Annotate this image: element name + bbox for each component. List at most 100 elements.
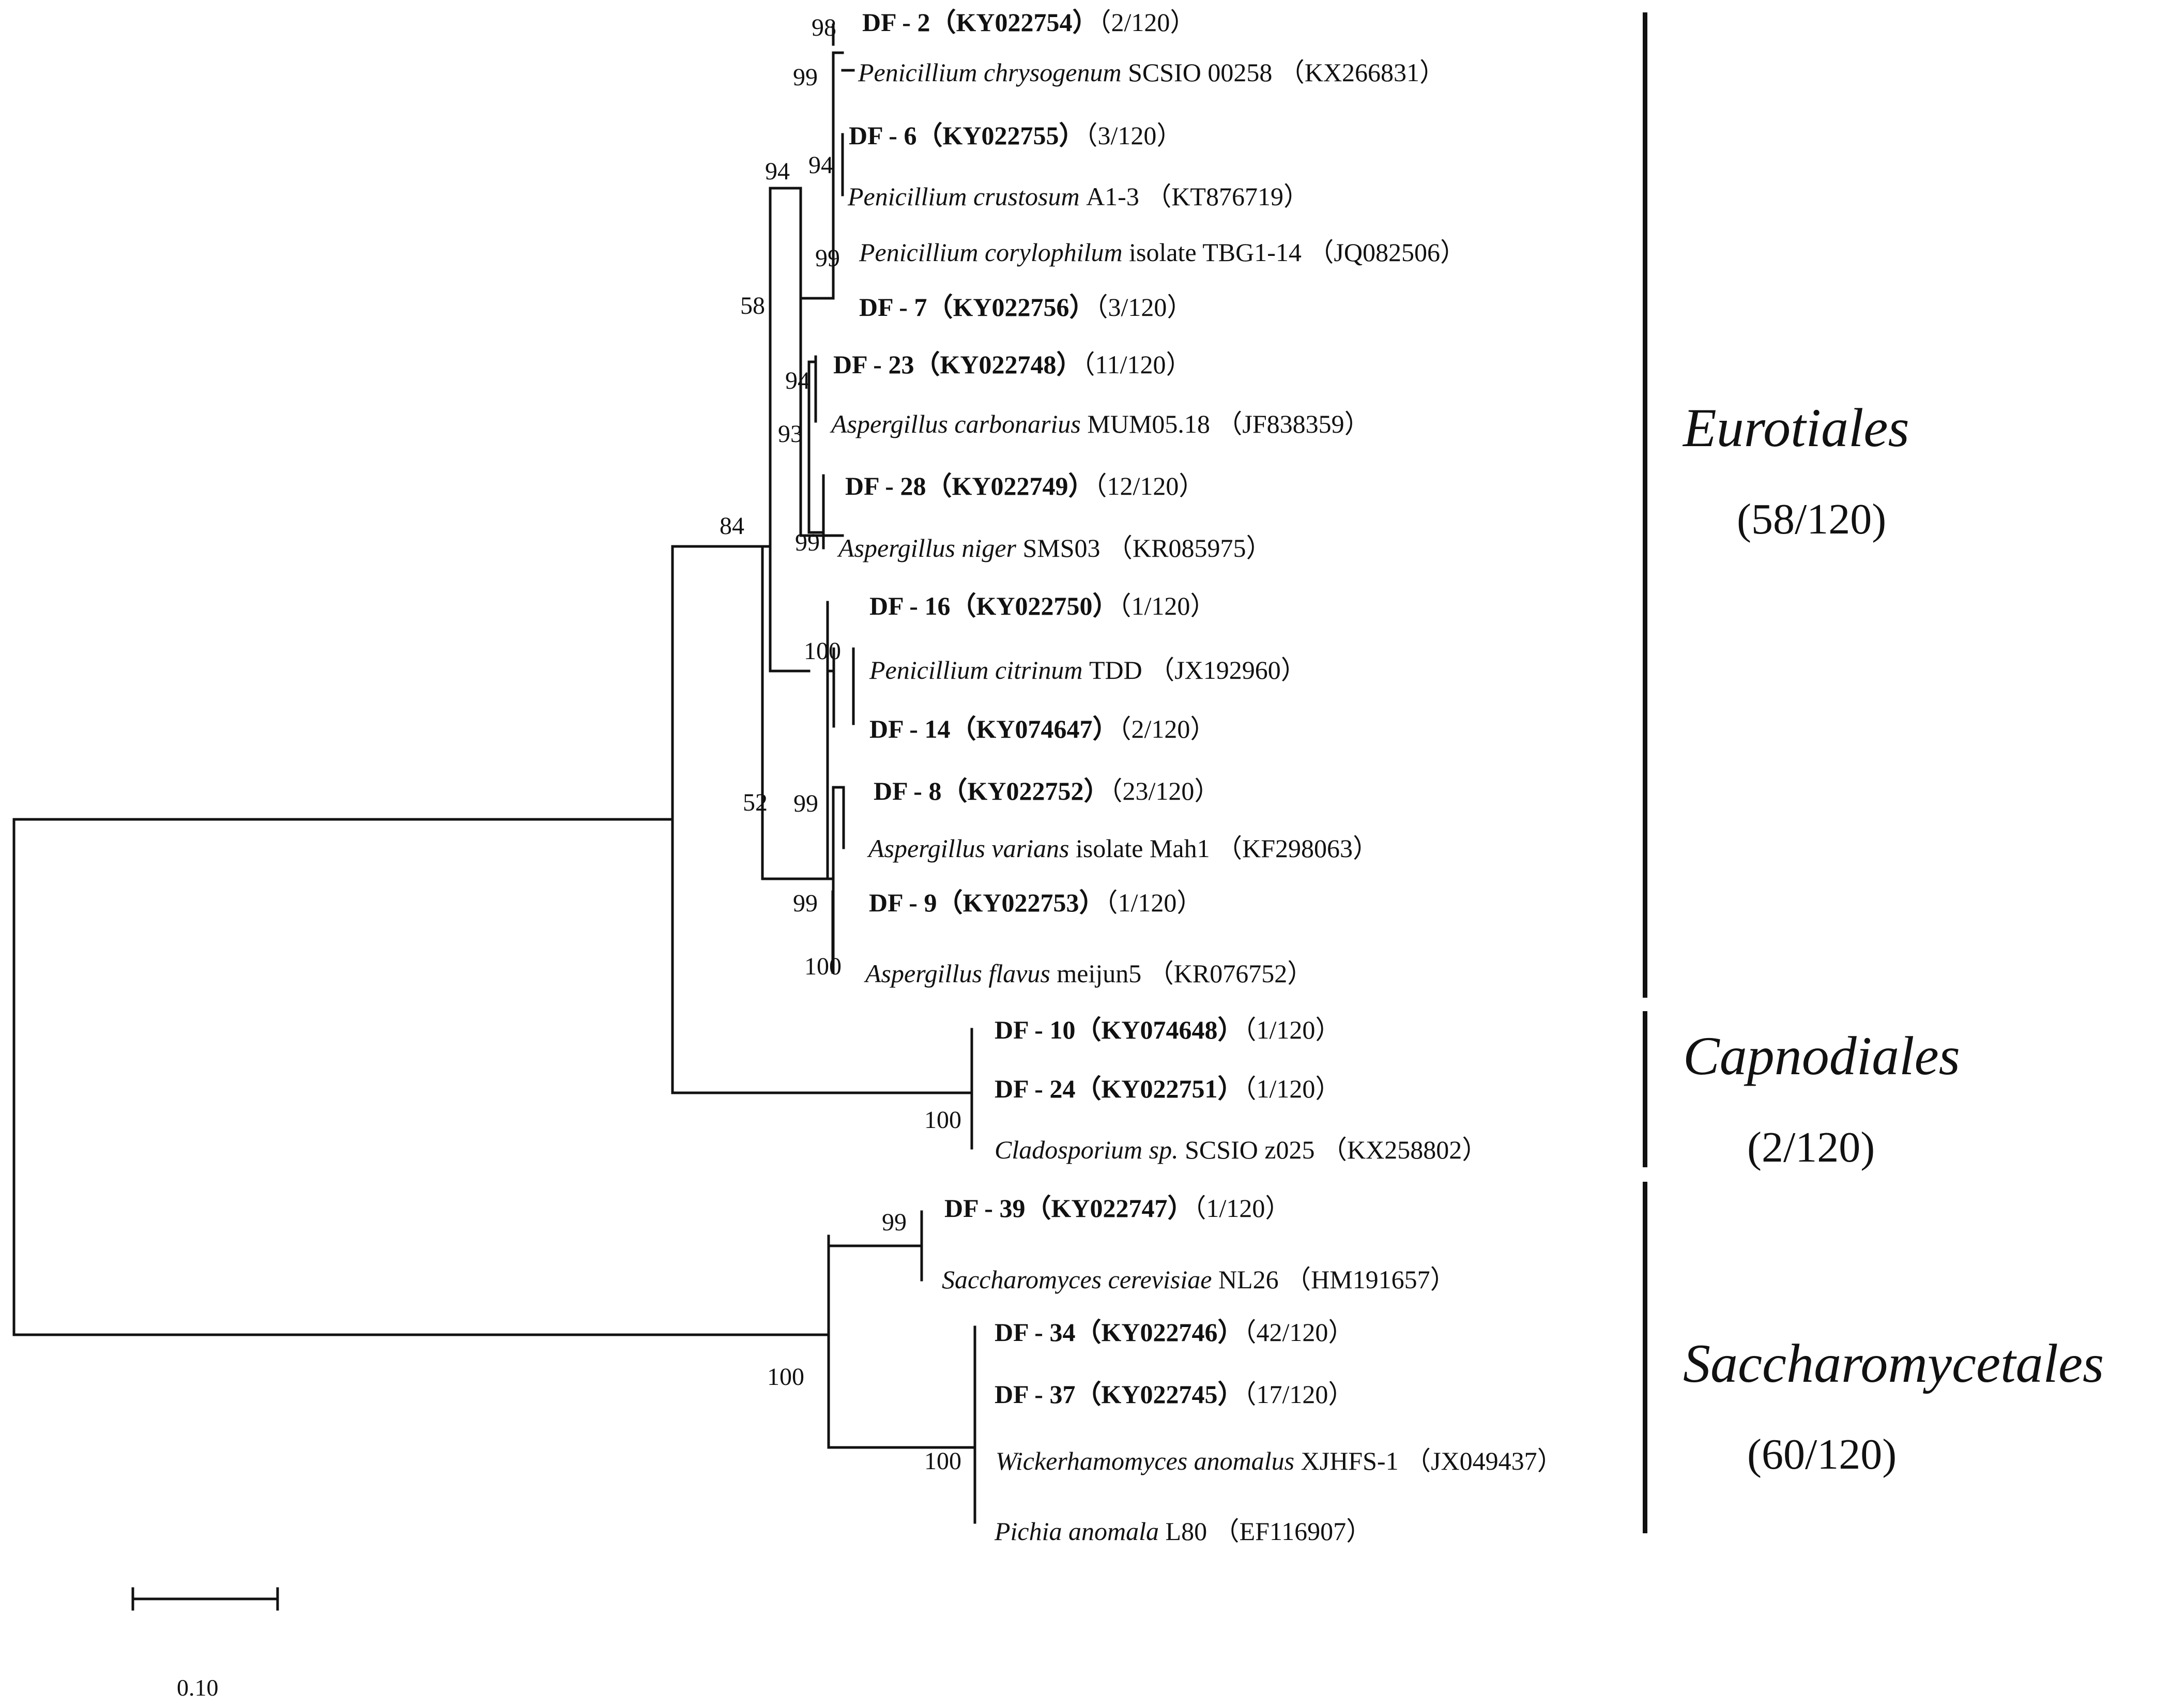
isolate-count: （3/120） bbox=[1095, 293, 1193, 322]
leaf-label: Cladosporium sp. SCSIO z025 （KX258802） bbox=[995, 1137, 1488, 1163]
leaf-label: DF - 23（KY022748）（11/120） bbox=[833, 352, 1192, 377]
bootstrap-value: 99 bbox=[793, 790, 818, 817]
leaf-label: Wickerhamomyces anomalus XJHFS-1 （JX0494… bbox=[996, 1448, 1563, 1474]
order-count-eurotiales: (58/120) bbox=[1737, 495, 1887, 543]
species-name: Penicillium crustosum bbox=[848, 182, 1080, 211]
leaf-label: DF - 34（KY022746）（42/120） bbox=[995, 1319, 1354, 1345]
leaf-label: DF - 14（KY074647）（2/120） bbox=[869, 716, 1216, 742]
leaf-label: Saccharomyces cerevisiae NL26 （HM191657） bbox=[942, 1267, 1456, 1292]
species-name: Wickerhamomyces anomalus bbox=[996, 1446, 1295, 1475]
bootstrap-value: 94 bbox=[808, 151, 833, 179]
species-name: Aspergillus carbonarius bbox=[831, 409, 1081, 438]
leaf-label: DF - 28（KY022749）（12/120） bbox=[845, 473, 1204, 499]
order-name-eurotiales: Eurotiales bbox=[1683, 398, 1909, 458]
isolate-count: （42/120） bbox=[1243, 1318, 1354, 1347]
species-name: Aspergillus varians bbox=[868, 834, 1069, 863]
strain-accession: NL26 （HM191657） bbox=[1212, 1265, 1456, 1294]
isolate-id: DF - 10（KY074648） bbox=[995, 1015, 1244, 1044]
leaf-label: DF - 7（KY022756）（3/120） bbox=[859, 294, 1192, 320]
leaf-label: DF - 2（KY022754）（2/120） bbox=[862, 9, 1196, 35]
strain-accession: isolate TBG1-14 （JQ082506） bbox=[1122, 238, 1466, 267]
leaf-label: DF - 37（KY022745）（17/120） bbox=[995, 1381, 1354, 1407]
isolate-count: （17/120） bbox=[1243, 1380, 1354, 1409]
bootstrap-value: 58 bbox=[740, 292, 765, 319]
leaf-label: DF - 24（KY022751）（1/120） bbox=[995, 1076, 1341, 1102]
leaf-label: Aspergillus flavus meijun5 （KR076752） bbox=[865, 960, 1313, 986]
strain-accession: SCSIO 00258 （KX266831） bbox=[1121, 58, 1446, 87]
species-name: Pichia anomala bbox=[995, 1517, 1159, 1546]
leaf-label: Aspergillus niger SMS03 （KR085975） bbox=[838, 535, 1272, 561]
species-name: Saccharomyces cerevisiae bbox=[942, 1265, 1212, 1294]
bootstrap-value: 100 bbox=[804, 953, 842, 980]
bootstrap-value: 99 bbox=[882, 1209, 907, 1236]
isolate-id: DF - 8（KY022752） bbox=[874, 776, 1110, 805]
strain-accession: SMS03 （KR085975） bbox=[1016, 533, 1272, 562]
isolate-id: DF - 23（KY022748） bbox=[833, 350, 1082, 379]
strain-accession: XJHFS-1 （JX049437） bbox=[1294, 1446, 1563, 1475]
strain-accession: TDD （JX192960） bbox=[1082, 655, 1307, 684]
isolate-count: （12/120） bbox=[1094, 471, 1205, 500]
isolate-id: DF - 34（KY022746） bbox=[995, 1318, 1244, 1347]
bootstrap-value: 99 bbox=[795, 529, 820, 556]
isolate-count: （2/120） bbox=[1118, 714, 1216, 743]
leaf-label: Penicillium chrysogenum SCSIO 00258 （KX2… bbox=[858, 59, 1445, 85]
leaf-label: DF - 16（KY022750）（1/120） bbox=[869, 593, 1216, 619]
isolate-id: DF - 14（KY074647） bbox=[869, 714, 1119, 743]
isolate-id: DF - 7（KY022756） bbox=[859, 293, 1095, 322]
isolate-id: DF - 6（KY022755） bbox=[849, 121, 1085, 150]
isolate-count: （11/120） bbox=[1082, 350, 1192, 379]
leaf-label: Pichia anomala L80 （EF116907） bbox=[995, 1518, 1372, 1544]
strain-accession: SCSIO z025 （KX258802） bbox=[1178, 1135, 1488, 1164]
capnodiales-bracket bbox=[1643, 1011, 1647, 1167]
bootstrap-value: 99 bbox=[793, 64, 818, 91]
leaf-label: Aspergillus varians isolate Mah1 （KF2980… bbox=[868, 835, 1379, 861]
leaf-label: DF - 9（KY022753）（1/120） bbox=[869, 890, 1202, 916]
order-count-capnodiales: (2/120) bbox=[1747, 1123, 1875, 1171]
eurotiales-bracket bbox=[1643, 12, 1647, 998]
bootstrap-value: 100 bbox=[767, 1363, 804, 1391]
bootstrap-value: 52 bbox=[743, 789, 768, 816]
leaf-label: DF - 6（KY022755）（3/120） bbox=[849, 123, 1182, 148]
leaf-label: DF - 39（KY022747）（1/120） bbox=[944, 1195, 1291, 1221]
isolate-count: （3/120） bbox=[1084, 121, 1183, 150]
leaf-label: Aspergillus carbonarius MUM05.18 （JF8383… bbox=[831, 411, 1370, 437]
bootstrap-value: 99 bbox=[815, 245, 840, 272]
leaf-label: DF - 10（KY074648）（1/120） bbox=[995, 1017, 1341, 1043]
isolate-id: DF - 24（KY022751） bbox=[995, 1074, 1244, 1103]
strain-accession: MUM05.18 （JF838359） bbox=[1080, 409, 1370, 438]
bootstrap-value: 94 bbox=[785, 367, 810, 394]
isolate-count: （1/120） bbox=[1243, 1074, 1341, 1103]
bootstrap-value: 100 bbox=[804, 637, 841, 665]
saccharomycetales-bracket bbox=[1643, 1182, 1647, 1533]
leaf-label: Penicillium crustosum A1-3 （KT876719） bbox=[848, 184, 1309, 209]
bootstrap-value: 100 bbox=[924, 1447, 961, 1475]
isolate-id: DF - 39（KY022747） bbox=[944, 1194, 1194, 1223]
isolate-id: DF - 2（KY022754） bbox=[862, 8, 1098, 37]
bootstrap-value: 93 bbox=[778, 420, 803, 448]
isolate-count: （1/120） bbox=[1105, 888, 1203, 917]
species-name: Penicillium corylophilum bbox=[859, 238, 1123, 267]
order-name-capnodiales: Capnodiales bbox=[1683, 1026, 1960, 1086]
bootstrap-value: 98 bbox=[812, 14, 836, 41]
bootstrap-value: 99 bbox=[793, 890, 818, 917]
isolate-id: DF - 9（KY022753） bbox=[869, 888, 1105, 917]
isolate-id: DF - 37（KY022745） bbox=[995, 1380, 1244, 1409]
strain-accession: isolate Mah1 （KF298063） bbox=[1069, 834, 1379, 863]
strain-accession: A1-3 （KT876719） bbox=[1079, 182, 1309, 211]
order-name-saccharomycetales: Saccharomycetales bbox=[1683, 1333, 2104, 1394]
bootstrap-value: 100 bbox=[924, 1106, 961, 1134]
scale-bar-label: 0.10 bbox=[177, 1674, 219, 1701]
species-name: Aspergillus niger bbox=[838, 533, 1016, 562]
bootstrap-value: 84 bbox=[720, 512, 744, 540]
isolate-count: （1/120） bbox=[1193, 1194, 1291, 1223]
order-count-saccharomycetales: (60/120) bbox=[1747, 1430, 1897, 1478]
isolate-count: （23/120） bbox=[1109, 776, 1220, 805]
leaf-label: Penicillium citrinum TDD （JX192960） bbox=[869, 657, 1307, 683]
isolate-id: DF - 28（KY022749） bbox=[845, 471, 1094, 500]
species-name: Penicillium citrinum bbox=[869, 655, 1083, 684]
species-name: Penicillium chrysogenum bbox=[858, 58, 1122, 87]
strain-accession: meijun5 （KR076752） bbox=[1050, 959, 1313, 988]
leaf-label: DF - 8（KY022752）（23/120） bbox=[874, 778, 1220, 804]
